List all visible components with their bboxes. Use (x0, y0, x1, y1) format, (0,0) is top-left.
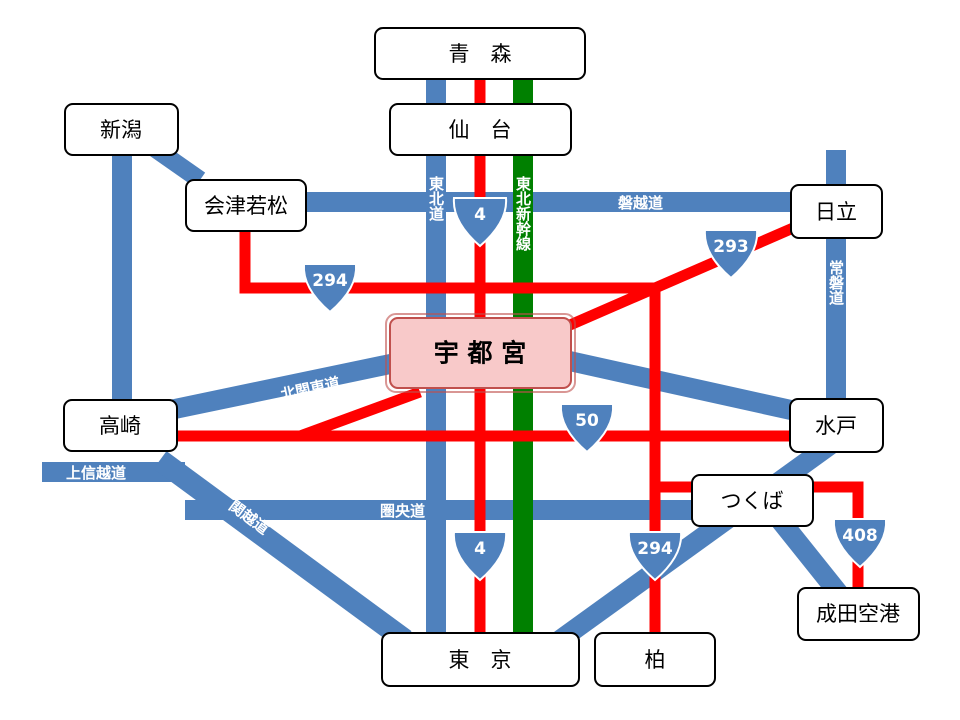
route-shield: 4 (452, 197, 508, 248)
city-niigata: 新潟 (64, 103, 179, 156)
route-shield: 293 (703, 229, 759, 280)
route-shield: 294 (627, 531, 683, 582)
route-number: 294 (637, 539, 673, 559)
kanetsu-expressway (153, 451, 412, 649)
city-tokyo-label: 東 京 (449, 648, 512, 672)
utsunomiya-route50-road (298, 386, 422, 442)
city-aomori-label: 青 森 (449, 42, 512, 66)
kenodo-label: 圏央道 (380, 502, 425, 520)
kitakanto-expressway-east (562, 350, 803, 422)
route-number: 293 (713, 237, 749, 257)
city-tokyo: 東 京 (381, 632, 580, 687)
tohoku-label: 東北道 (427, 175, 445, 221)
city-mito: 水戸 (789, 398, 884, 453)
route-shield: 4 (452, 531, 508, 582)
route-number: 294 (312, 271, 348, 291)
tsukuba-narita-expressway (772, 513, 848, 602)
city-boxes: 青 森 仙 台 新潟 会津若松 日立 高崎 水戸 つくば (63, 27, 920, 687)
city-tsukuba-label: つくば (721, 489, 784, 513)
city-narita: 成田空港 (797, 587, 920, 641)
city-takasaki-label: 高崎 (99, 414, 141, 438)
banetsu-label: 磐越道 (617, 194, 663, 212)
kitakanto-expressway-west (167, 353, 398, 420)
city-hitachi: 日立 (790, 184, 883, 239)
route-number: 50 (575, 411, 599, 431)
route-shield: 408 (832, 518, 888, 569)
route-number: 408 (842, 526, 878, 546)
city-narita-label: 成田空港 (816, 602, 900, 626)
joban-label: 常磐道 (827, 259, 845, 305)
city-hitachi-label: 日立 (815, 200, 857, 224)
route-shield: 294 (302, 263, 358, 314)
route293-road (567, 219, 803, 331)
city-aizu: 会津若松 (185, 179, 307, 232)
city-mito-label: 水戸 (815, 414, 857, 438)
center-city-utsunomiya: 宇 都 宮 (385, 313, 576, 393)
route-number: 4 (474, 205, 486, 225)
route294-west-road (239, 230, 655, 294)
route-shields: 4 294 293 50 4 294 408 (302, 197, 888, 582)
city-aizu-label: 会津若松 (204, 194, 288, 218)
route-number: 4 (474, 539, 486, 559)
city-aomori: 青 森 (374, 27, 586, 80)
joshinetsu-label: 上信越道 (66, 464, 126, 482)
city-niigata-label: 新潟 (100, 118, 142, 142)
city-tsukuba: つくば (691, 474, 814, 527)
city-kashiwa-label: 柏 (645, 648, 666, 672)
city-kashiwa: 柏 (594, 632, 716, 687)
route-shield: 50 (559, 403, 615, 454)
city-sendai: 仙 台 (389, 103, 572, 156)
city-takasaki: 高崎 (63, 399, 178, 452)
center-city-label: 宇 都 宮 (434, 339, 526, 368)
city-sendai-label: 仙 台 (449, 118, 512, 142)
shinkansen-label: 東北新幹線 (514, 175, 532, 252)
